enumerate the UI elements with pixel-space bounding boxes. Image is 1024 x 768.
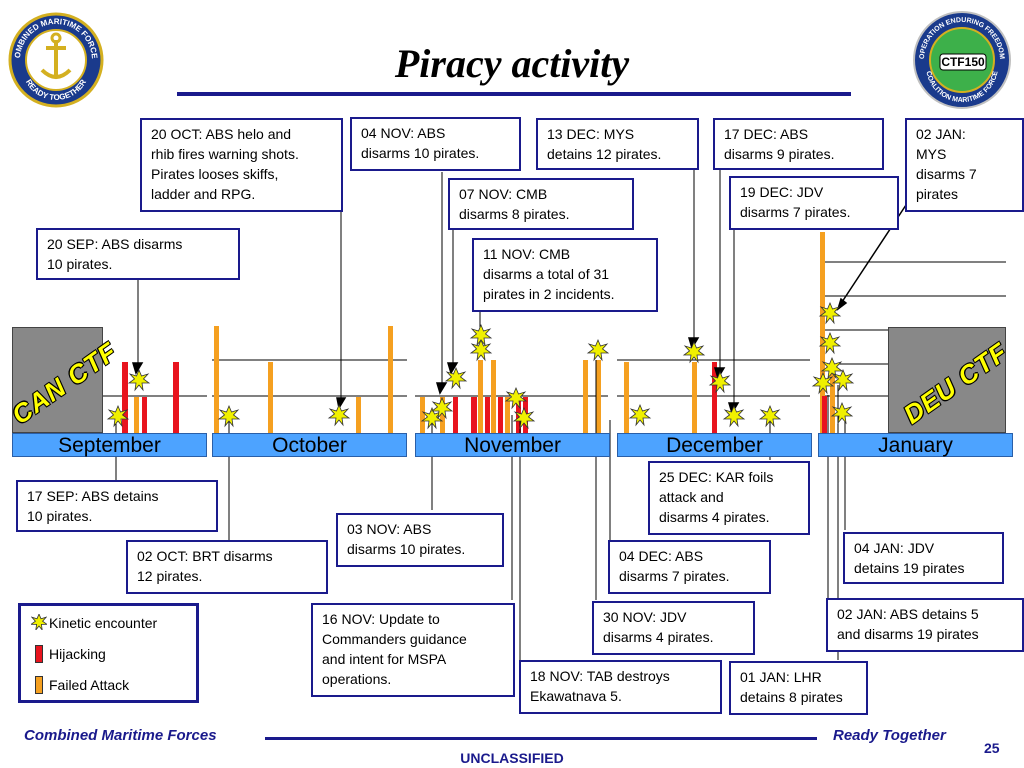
event-nov11: 11 NOV: CMB disarms a total of 31 pirate… (472, 238, 658, 312)
event-oct02: 02 OCT: BRT disarms 12 pirates. (126, 540, 328, 594)
kinetic-markers (106, 301, 855, 430)
guide-lines (103, 261, 1006, 397)
event-dec13: 13 DEC: MYS detains 12 pirates. (536, 118, 699, 170)
event-dec04: 04 DEC: ABS disarms 7 pirates. (608, 540, 771, 594)
event-jan01: 01 JAN: LHR detains 8 pirates (729, 661, 868, 715)
page-number: 25 (984, 740, 1000, 756)
legend-failed-label: Failed Attack (49, 677, 130, 693)
legend: Kinetic encounter Hijacking Failed Attac… (18, 603, 199, 703)
event-dec25: 25 DEC: KAR foils attack and disarms 4 p… (648, 461, 810, 535)
month-december: December (617, 433, 812, 457)
legend-failed: Failed Attack (35, 676, 129, 694)
page-title: Piracy activity (394, 41, 630, 86)
footer-rule (265, 737, 817, 740)
event-dec19: 19 DEC: JDV disarms 7 pirates. (729, 176, 899, 230)
event-nov30: 30 NOV: JDV disarms 4 pirates. (592, 601, 755, 655)
event-nov16: 16 NOV: Update to Commanders guidance an… (311, 603, 515, 697)
footer-motto: Ready Together (833, 727, 946, 744)
hijacking-swatch (35, 645, 43, 663)
event-jan04: 04 JAN: JDV detains 19 pirates (843, 532, 1004, 584)
event-nov04: 04 NOV: ABS disarms 10 pirates. (350, 117, 521, 171)
month-september: September (12, 433, 207, 457)
event-jan02a: 02 JAN: MYS disarms 7 pirates (905, 118, 1024, 212)
legend-kinetic: Kinetic encounter (29, 612, 158, 632)
kinetic-star-icon (29, 612, 49, 632)
svg-text:CTF150: CTF150 (941, 55, 985, 69)
title-underline (177, 92, 851, 96)
footer-org: Combined Maritime Forces (24, 727, 217, 744)
month-january: January (818, 433, 1013, 457)
month-november: November (415, 433, 610, 457)
month-october: October (212, 433, 407, 457)
failed-swatch (35, 676, 43, 694)
classification-label: UNCLASSIFIED (460, 750, 564, 766)
event-nov18: 18 NOV: TAB destroys Ekawatnava 5. (519, 660, 722, 714)
combined-maritime-forces-logo: COMBINED MARITIME FORCES READY TOGETHER (8, 12, 104, 108)
can-flag-panel (12, 327, 103, 433)
deu-flag-panel (888, 327, 1006, 433)
ctf150-logo: OPERATION ENDURING FREEDOM COALITION MAR… (913, 11, 1011, 109)
event-sep17: 17 SEP: ABS detains 10 pirates. (16, 480, 218, 532)
legend-hijacking: Hijacking (35, 645, 106, 663)
legend-hijacking-label: Hijacking (49, 646, 106, 662)
event-nov07: 07 NOV: CMB disarms 8 pirates. (448, 178, 634, 230)
event-oct20: 20 OCT: ABS helo and rhib fires warning … (140, 118, 343, 212)
event-sep20: 20 SEP: ABS disarms 10 pirates. (36, 228, 240, 280)
legend-kinetic-label: Kinetic encounter (49, 615, 158, 631)
event-dec17: 17 DEC: ABS disarms 9 pirates. (713, 118, 884, 170)
event-jan02b: 02 JAN: ABS detains 5 and disarms 19 pir… (826, 598, 1024, 652)
event-nov03: 03 NOV: ABS disarms 10 pirates. (336, 513, 504, 567)
